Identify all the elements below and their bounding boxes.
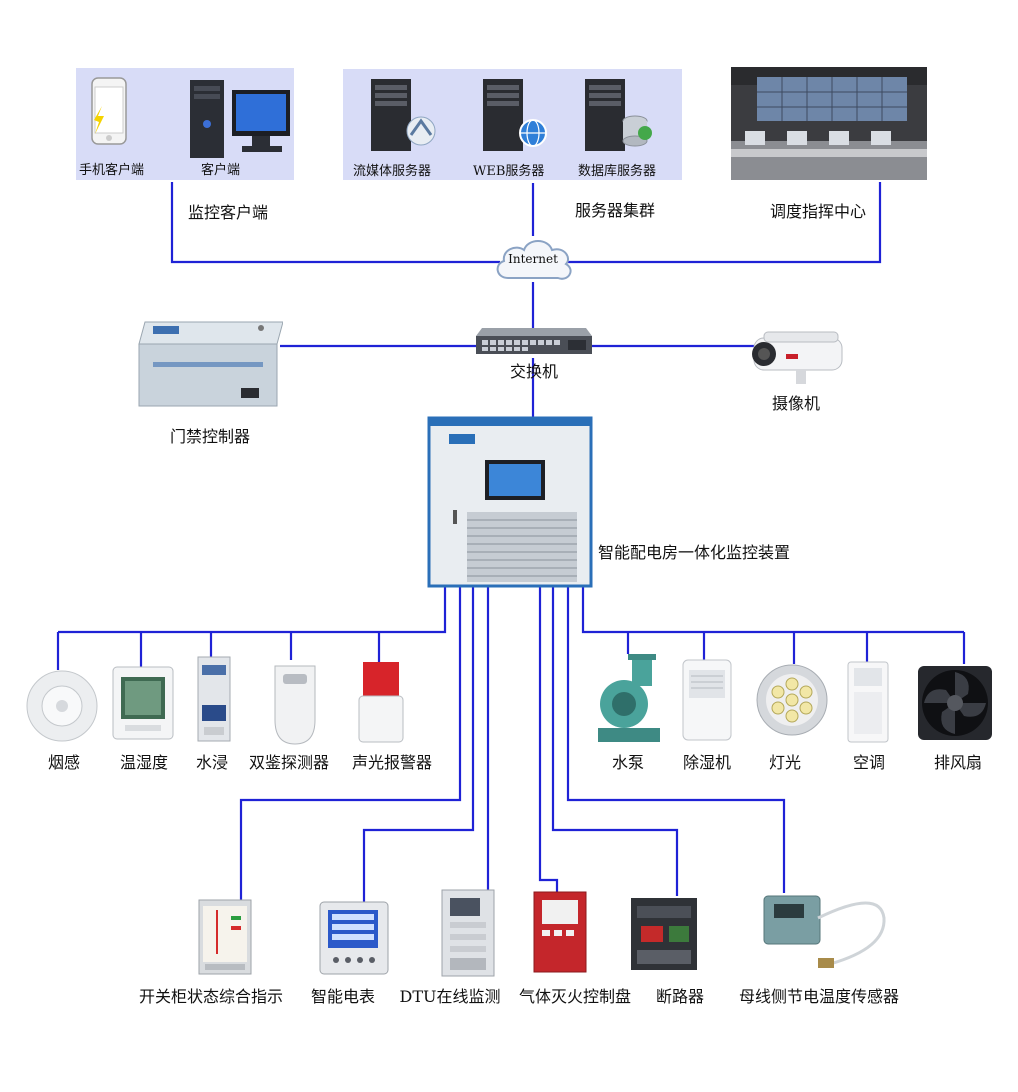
streaming-server-label: 流媒体服务器 <box>353 164 432 179</box>
camera-label: 摄像机 <box>772 394 821 413</box>
air-conditioner-icon <box>847 661 889 743</box>
internet-label: Internet <box>508 252 558 266</box>
env-sensor-label: 双鉴探测器 <box>248 753 330 772</box>
wire-busbar <box>566 586 786 893</box>
network-switch-icon <box>476 328 592 354</box>
database-server-icon <box>585 79 652 151</box>
smoke-detector-icon <box>26 670 98 742</box>
electrical-label: 断路器 <box>655 987 705 1006</box>
env-actuator-label: 除湿机 <box>682 753 732 772</box>
wire-switchgear <box>239 586 462 900</box>
mobile-client-label: 手机客户端 <box>79 163 145 178</box>
wire-breaker <box>551 586 679 896</box>
database-server-label: 数据库服务器 <box>578 164 657 179</box>
monitoring-cabinet <box>427 416 593 588</box>
switchgear-indicator-icon <box>198 899 252 975</box>
access-controller-label: 门禁控制器 <box>170 427 251 446</box>
pc-client-label: 客户端 <box>201 163 241 178</box>
switch-label: 交换机 <box>510 362 559 381</box>
light-fixture-icon <box>756 664 828 736</box>
electrical-label: 母线侧节电温度传感器 <box>738 987 900 1006</box>
client-group-label: 监控客户端 <box>188 203 269 222</box>
web-server-label: WEB服务器 <box>473 164 545 179</box>
dispatch-center-photo <box>731 67 927 180</box>
wire-clients <box>170 182 500 264</box>
streaming-server-icon <box>371 79 436 151</box>
gas-extinguisher-panel-icon <box>533 891 587 973</box>
client-panel: 手机客户端 客户端 <box>76 68 294 180</box>
web-server-icon <box>483 79 547 151</box>
server-group-label: 服务器集群 <box>575 201 656 220</box>
wire-env-right <box>581 586 964 634</box>
dehumidifier-icon <box>682 659 732 741</box>
electrical-label: 气体灭火控制盘 <box>518 987 632 1006</box>
env-actuator-label: 空调 <box>852 753 886 772</box>
electrical-label: 智能电表 <box>310 987 376 1006</box>
wire-env-left <box>58 586 447 634</box>
dispatch-center-label: 调度指挥中心 <box>770 202 867 221</box>
wire-meter <box>362 586 475 903</box>
env-sensor-label: 声光报警器 <box>351 753 433 772</box>
busbar-temp-sensor-icon <box>763 895 886 968</box>
exhaust-fan-icon <box>918 666 992 740</box>
wire-dispatch <box>568 182 882 264</box>
env-actuator-label: 水泵 <box>611 753 645 772</box>
mobile-phone-icon <box>91 77 127 145</box>
env-actuator-label: 灯光 <box>768 753 802 772</box>
server-panel: 流媒体服务器 WEB服务器 数据库服务器 <box>343 69 682 180</box>
dtu-monitor-icon <box>441 889 495 977</box>
env-sensor-label: 烟感 <box>47 753 81 772</box>
camera-icon <box>752 331 843 384</box>
sound-light-alarm-icon <box>358 662 404 743</box>
electrical-label: 开关柜状态综合指示 <box>138 987 284 1006</box>
temp-humidity-sensor-icon <box>112 666 174 740</box>
water-leak-sensor-icon <box>197 656 231 742</box>
circuit-breaker-icon <box>631 898 697 970</box>
main-device-label: 智能配电房一体化监控装置 <box>598 543 791 562</box>
env-sensor-label: 温湿度 <box>119 753 169 772</box>
smart-meter-icon <box>319 901 389 975</box>
access-controller-box <box>138 321 283 407</box>
dual-tech-detector-icon <box>274 665 316 745</box>
internet-cloud-icon <box>496 240 572 280</box>
env-actuator-label: 排风扇 <box>933 753 983 772</box>
env-sensor-label: 水浸 <box>195 753 229 772</box>
desktop-pc-icon <box>190 80 290 158</box>
electrical-label: DTU在线监测 <box>399 987 501 1006</box>
water-pump-icon <box>598 654 660 742</box>
wire-gas <box>538 586 559 893</box>
